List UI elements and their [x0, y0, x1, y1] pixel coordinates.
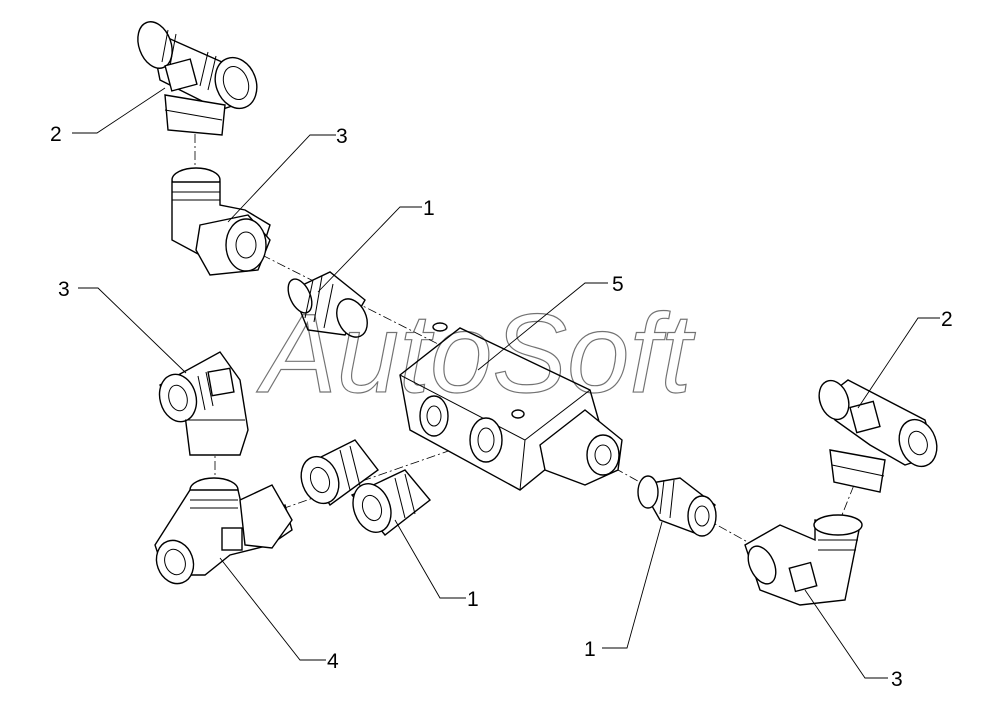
callout-elbow-upper-left: 3 [336, 125, 348, 148]
callout-tee-top-left: 2 [50, 123, 62, 146]
tee-fitting-top-left [137, 21, 258, 136]
callout-adapter-upper: 1 [423, 197, 435, 220]
callout-elbow-mid-left: 3 [58, 278, 70, 301]
callout-labels: 2 3 1 5 3 2 1 1 4 3 [50, 123, 953, 691]
watermark-text: AutoSoft [256, 291, 696, 416]
adapter-upper [287, 271, 368, 338]
callout-block: 5 [612, 273, 624, 296]
elbow-upper-left [171, 167, 271, 276]
tee-fitting-bottom-left [154, 477, 293, 585]
leader-lines [72, 87, 940, 679]
adapter-lower-mid [300, 439, 432, 536]
distribution-block [399, 322, 623, 491]
tee-fitting-right [818, 379, 938, 493]
callout-elbow-bottom-right: 3 [891, 668, 903, 691]
callout-adapter-lower-mid: 1 [467, 588, 479, 611]
callout-tee-bottom-left: 4 [327, 650, 339, 673]
adapter-right [637, 475, 717, 537]
elbow-bottom-right [744, 514, 863, 606]
callout-adapter-right: 1 [584, 638, 596, 661]
elbow-mid-left [158, 351, 249, 456]
callout-tee-right: 2 [941, 308, 953, 331]
